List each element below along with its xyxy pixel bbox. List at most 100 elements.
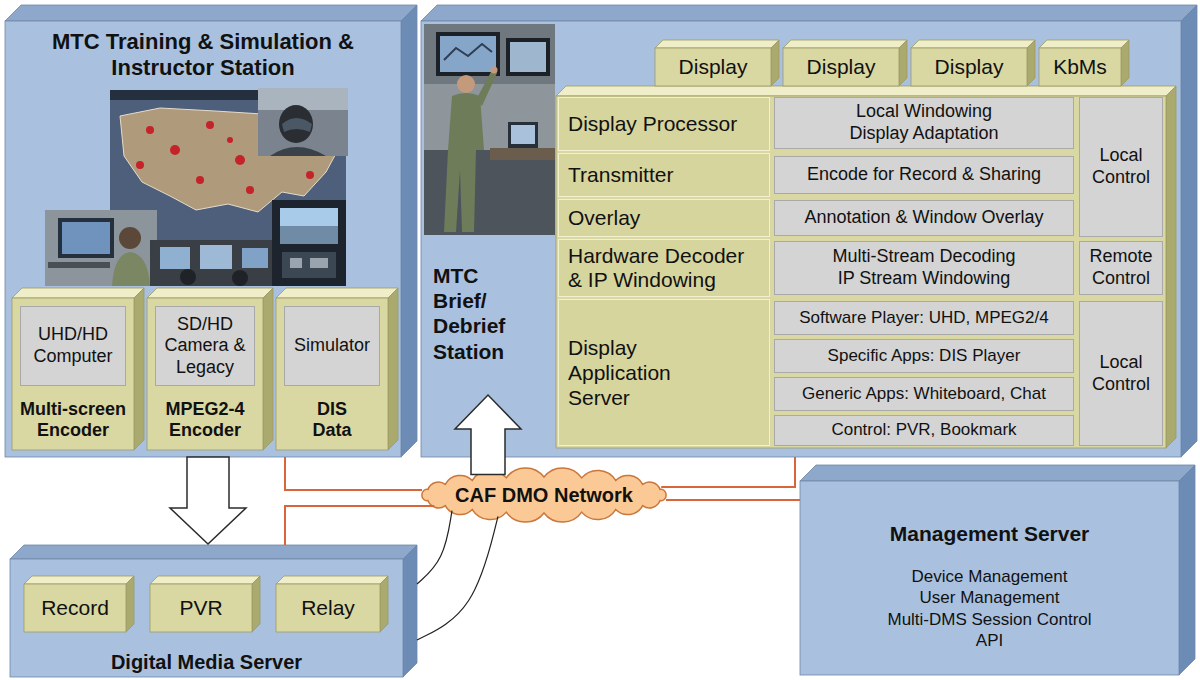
box-rect bbox=[559, 200, 770, 237]
box-face: KbMs bbox=[1039, 48, 1121, 86]
training-photo-collage-shape bbox=[150, 240, 274, 286]
box-label: Display bbox=[679, 54, 748, 79]
box-label: Specific Apps: DIS Player bbox=[828, 346, 1021, 366]
box-side bbox=[771, 40, 779, 86]
box-line: API bbox=[976, 630, 1003, 651]
box-rect bbox=[1080, 242, 1163, 295]
box-rect bbox=[21, 307, 126, 386]
debrief-photo bbox=[424, 24, 555, 235]
function-cell: Local WindowingDisplay Adaptation bbox=[774, 97, 1074, 149]
training-photo-collage-shape bbox=[200, 245, 232, 269]
training-photo-collage-shape bbox=[242, 248, 268, 268]
box-face: Encode for Record & Sharing bbox=[774, 156, 1074, 194]
box-label: Display Application Server bbox=[568, 335, 694, 411]
display-box: Display bbox=[911, 40, 1035, 86]
box-top bbox=[911, 40, 1035, 48]
server-function-box: PVR bbox=[150, 576, 260, 632]
function-cell: Encode for Record & Sharing bbox=[774, 156, 1074, 194]
training-photo-collage-shape bbox=[170, 145, 180, 155]
box-rect bbox=[1080, 302, 1163, 446]
box-label: Display bbox=[935, 54, 1004, 79]
box-top bbox=[276, 576, 388, 584]
network-cloud: CAF DMO Network bbox=[413, 466, 675, 524]
box-label: CAF DMO Network bbox=[455, 483, 633, 507]
training-photo-collage-shape bbox=[206, 121, 214, 129]
box-face: Software Player: UHD, MPEG2/4 bbox=[774, 301, 1074, 335]
box-side bbox=[899, 40, 907, 86]
encoder-box: Multi-screen Encoder UHD/HD Computer bbox=[12, 288, 144, 450]
box-face: Display bbox=[655, 48, 771, 86]
box-rect bbox=[559, 240, 770, 297]
training-photo-collage-shape bbox=[119, 227, 141, 249]
training-photo-collage-shape bbox=[258, 88, 348, 110]
box-label: Local Windowing bbox=[856, 101, 992, 123]
debrief-photo-shape bbox=[508, 122, 538, 148]
box-side bbox=[380, 576, 388, 632]
box-front bbox=[5, 21, 401, 457]
network-link bbox=[285, 506, 434, 545]
stack-top bbox=[556, 86, 1176, 96]
box-top bbox=[5, 5, 417, 21]
display-box: KbMs bbox=[1039, 40, 1129, 86]
box-front bbox=[150, 584, 252, 632]
box-rect bbox=[775, 98, 1074, 149]
function-cell: Control: PVR, Bookmark bbox=[774, 415, 1074, 446]
training-photo-collage-shape bbox=[45, 210, 157, 286]
training-photo-collage-shape bbox=[112, 252, 150, 286]
box-front bbox=[24, 584, 126, 632]
box-top bbox=[800, 465, 1195, 481]
training-photo-collage bbox=[45, 88, 348, 286]
box-rect bbox=[775, 340, 1074, 373]
box-label: DIS Data bbox=[305, 399, 359, 442]
function-cell: Specific Apps: DIS Player bbox=[774, 339, 1074, 373]
debrief-photo-shape bbox=[506, 38, 550, 76]
debrief-photo-shape bbox=[444, 44, 492, 60]
box-rect bbox=[775, 242, 1074, 295]
box-label: Multi-screen Encoder bbox=[14, 399, 132, 442]
source-box: Simulator bbox=[284, 306, 380, 386]
box-face: Control: PVR, Bookmark bbox=[774, 415, 1074, 446]
display-box: Display bbox=[655, 40, 779, 86]
stream-line bbox=[417, 511, 452, 584]
box-front bbox=[10, 559, 403, 677]
box-side bbox=[1181, 5, 1197, 457]
box-side bbox=[252, 576, 260, 632]
flow-arrow bbox=[455, 395, 521, 474]
source-box: UHD/HD Computer bbox=[20, 306, 126, 386]
box-line: User Management bbox=[920, 587, 1060, 608]
box-line: Multi-DMS Session Control bbox=[887, 609, 1091, 630]
debrief-photo-shape bbox=[476, 70, 497, 106]
box-rect bbox=[775, 157, 1074, 194]
box-front bbox=[655, 48, 771, 86]
box-side bbox=[1179, 465, 1195, 675]
box-label: PVR bbox=[179, 595, 222, 620]
debrief-photo-shape bbox=[491, 67, 498, 74]
box-label: Hardware Decoder & IP Windowing bbox=[568, 244, 753, 292]
box-label: Remote Control bbox=[1082, 246, 1160, 289]
box-label: Annotation & Window Overlay bbox=[804, 207, 1043, 229]
box-face: Transmitter bbox=[558, 153, 770, 197]
box-side bbox=[401, 5, 417, 457]
box-label: Local Control bbox=[1082, 145, 1160, 188]
training-photo-collage-shape bbox=[272, 200, 346, 286]
training-photo-collage-shape bbox=[196, 176, 204, 184]
box-face: Overlay bbox=[558, 199, 770, 237]
box-label: Display bbox=[807, 54, 876, 79]
box-front bbox=[276, 584, 380, 632]
training-photo-collage-shape bbox=[58, 218, 114, 258]
training-photo-collage-shape bbox=[62, 222, 110, 254]
box-face: Hardware Decoder & IP Windowing bbox=[558, 239, 770, 297]
box-face: Annotation & Window Overlay bbox=[774, 200, 1074, 236]
function-cell: Software Player: UHD, MPEG2/4 bbox=[774, 301, 1074, 335]
function-cell: Annotation & Window Overlay bbox=[774, 200, 1074, 236]
server-function-box: Relay bbox=[276, 576, 388, 632]
box-front bbox=[421, 21, 1181, 457]
station-panel: MTC Training & Simulation & Instructor S… bbox=[5, 5, 417, 457]
box-line: IP Stream Windowing bbox=[838, 268, 1011, 290]
box-rect bbox=[559, 300, 770, 446]
box-face: UHD/HD Computer bbox=[20, 306, 126, 386]
control-cell: Local Control bbox=[1079, 301, 1163, 446]
box-side bbox=[388, 288, 398, 450]
server-panel: Digital Media ServerRecordPVRRelay bbox=[10, 545, 417, 677]
box-top bbox=[421, 5, 1197, 21]
